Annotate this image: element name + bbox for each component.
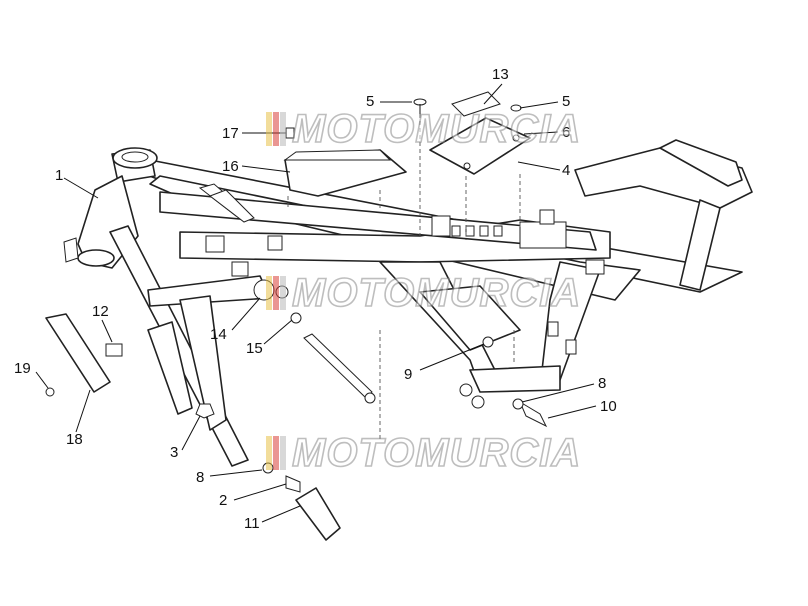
callout-12: 12 (92, 303, 109, 320)
watermark-logo-icon (266, 276, 286, 310)
motorcycle-frame (63, 139, 753, 467)
nut-15 (290, 312, 302, 324)
logo-bar-yellow (266, 436, 272, 470)
callout-3: 3 (170, 444, 178, 461)
callout-15: 15 (246, 340, 263, 357)
callout-19: 19 (14, 360, 31, 377)
screw-5-left (413, 98, 427, 114)
watermark-logo-icon (266, 436, 286, 470)
callout-18: 18 (66, 431, 83, 448)
logo-bar-grey (280, 436, 286, 470)
bolt-10 (512, 398, 548, 428)
logo-bar-yellow (266, 112, 272, 146)
callout-8-right: 8 (598, 375, 606, 392)
logo-bar-grey (280, 276, 286, 310)
cover-plate-4 (429, 117, 531, 175)
battery-tray-16 (283, 149, 407, 197)
callout-5-right: 5 (562, 93, 570, 110)
nut-3 (195, 403, 215, 419)
logo-bar-red (273, 276, 279, 310)
label-sticker-13 (451, 91, 501, 117)
callout-1: 1 (55, 167, 63, 184)
callout-13: 13 (492, 66, 509, 83)
callout-2: 2 (219, 492, 227, 509)
watermark-bottom: MOTOMURCIA (266, 431, 582, 475)
chain-guard-18 (45, 313, 111, 393)
watermark-top: MOTOMURCIA (266, 107, 582, 151)
callout-8-left: 8 (196, 469, 204, 486)
alignment-lines (287, 114, 521, 440)
logo-bar-red (273, 436, 279, 470)
callout-14: 14 (210, 326, 227, 343)
watermark-middle: MOTOMURCIA (266, 271, 582, 315)
logo-bar-red (273, 112, 279, 146)
watermark-text: MOTOMURCIA (291, 107, 582, 151)
callout-10: 10 (600, 398, 617, 415)
callout-9: 9 (404, 366, 412, 383)
screw-19 (45, 387, 55, 397)
callout-4: 4 (562, 162, 570, 179)
callout-16: 16 (222, 158, 239, 175)
callout-17: 17 (222, 125, 239, 142)
watermark-text: MOTOMURCIA (291, 271, 582, 315)
nut-12 (105, 343, 123, 357)
watermark-logo-icon (266, 112, 286, 146)
logo-bar-grey (280, 112, 286, 146)
callout-11: 11 (244, 515, 260, 532)
washers-9 (459, 336, 494, 409)
callout-5-left: 5 (366, 93, 374, 110)
callout-6: 6 (562, 124, 570, 141)
callouts: 1 2 3 4 5 5 6 8 8 9 10 11 12 (14, 66, 617, 532)
logo-bar-yellow (266, 276, 272, 310)
bolt-long (303, 333, 376, 404)
watermark-text: MOTOMURCIA (291, 431, 582, 475)
